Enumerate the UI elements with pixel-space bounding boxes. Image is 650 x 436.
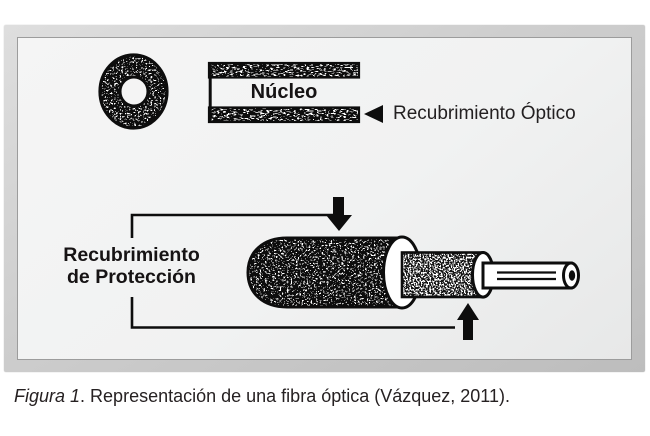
protective-coating-label-line2: de Protección (67, 265, 196, 288)
optical-coating-label: Recubrimiento Óptico (393, 103, 576, 124)
figure-caption-text: . Representación de una fibra óptica (Vá… (80, 386, 510, 406)
figure-caption: Figura 1. Representación de una fibra óp… (14, 385, 510, 408)
figure-caption-number: Figura 1 (14, 386, 81, 406)
figure-frame (4, 25, 645, 372)
core-label: Núcleo (250, 81, 318, 103)
protective-coating-label: Recubrimiento de Protección (41, 244, 222, 288)
protective-coating-label-line1: Recubrimiento (63, 244, 200, 266)
